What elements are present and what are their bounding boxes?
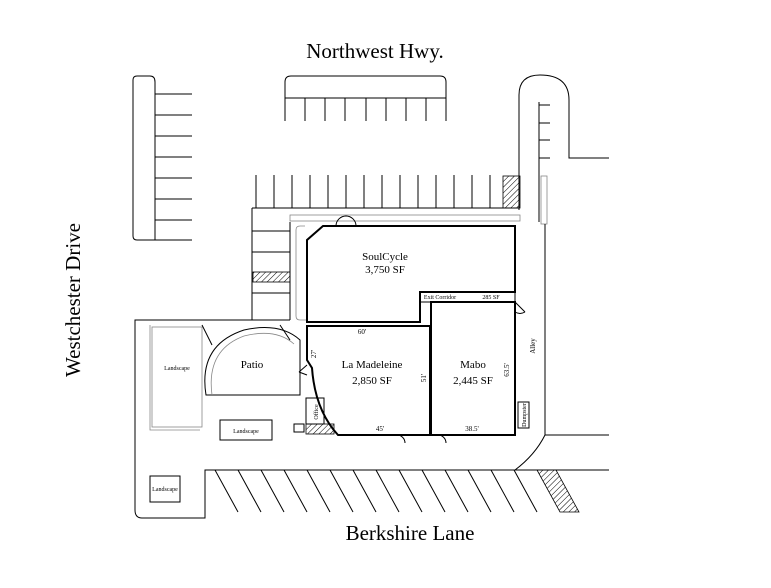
hatched-stall-south (536, 469, 580, 513)
hatched-stall-middle (502, 175, 521, 209)
lamadeleine-side-dim: 27' (310, 350, 318, 358)
lamadeleine-depth-dim: 51' (420, 374, 428, 382)
lamadeleine-name: La Madeleine (342, 359, 403, 371)
parking-stalls-west (155, 93, 192, 241)
corridor-area: 285 SF (482, 295, 500, 301)
landscape-west (151, 326, 203, 428)
drive-northeast (518, 74, 609, 210)
parking-island-west (132, 75, 156, 241)
tenant-mabo (430, 301, 516, 436)
soulcycle-name: SoulCycle (362, 251, 408, 263)
landscape-west-border (149, 325, 200, 431)
patio-edges (201, 324, 291, 346)
mabo-front-dim: 38.5' (465, 425, 479, 433)
door-corridor (514, 301, 526, 314)
corridor-name: Exit Corridor (424, 295, 456, 301)
patio-inner (210, 332, 295, 396)
utility-box (293, 423, 305, 433)
parking-stalls-northeast (539, 104, 550, 159)
lamadeleine-front-dim: 45' (376, 425, 384, 433)
parking-island-north (284, 75, 447, 99)
landscape-south (149, 475, 181, 503)
parking-stalls-south (214, 469, 538, 513)
soulcycle-width-dim: 60' (358, 328, 366, 336)
building-walkway (295, 225, 306, 321)
parking-stalls-middle (252, 175, 519, 209)
lamadeleine-area: 2,850 SF (352, 375, 392, 387)
street-west-label: Westchester Drive (61, 223, 85, 377)
tenant-lamadeleine (306, 325, 431, 436)
alley-curve (514, 434, 546, 471)
soulcycle-area: 3,750 SF (365, 264, 405, 276)
stair-office (305, 423, 335, 435)
parking-stalls-building-west (251, 208, 291, 320)
parking-stalls-north (284, 98, 447, 121)
dumpster (517, 401, 530, 429)
mabo-depth-dim: 63.5' (503, 363, 511, 377)
mabo-name: Mabo (460, 359, 486, 371)
alley-curb-north (540, 175, 548, 225)
dumpster-label: Dumpster (522, 403, 528, 427)
landscape-south-label: Landscape (152, 487, 178, 493)
street-south-label: Berkshire Lane (346, 521, 475, 545)
door-lamadeleine (396, 434, 406, 444)
mabo-area: 2,445 SF (453, 375, 493, 387)
hatched-stall-west (252, 271, 291, 283)
walkway-north (289, 214, 521, 222)
street-north-label: Northwest Hwy. (306, 39, 443, 63)
office-label: Office (313, 404, 320, 420)
site-boundary-southwest (134, 319, 609, 519)
landscape-west-label: Landscape (164, 366, 190, 372)
patio (204, 327, 301, 396)
landscape-center-label: Landscape (233, 429, 259, 435)
tenant-soulcycle (306, 225, 516, 323)
alley-label: Alley (529, 338, 537, 354)
door-mabo (437, 434, 447, 444)
door-soulcycle (335, 215, 357, 227)
landscape-center (219, 419, 273, 441)
patio-label: Patio (241, 359, 264, 371)
